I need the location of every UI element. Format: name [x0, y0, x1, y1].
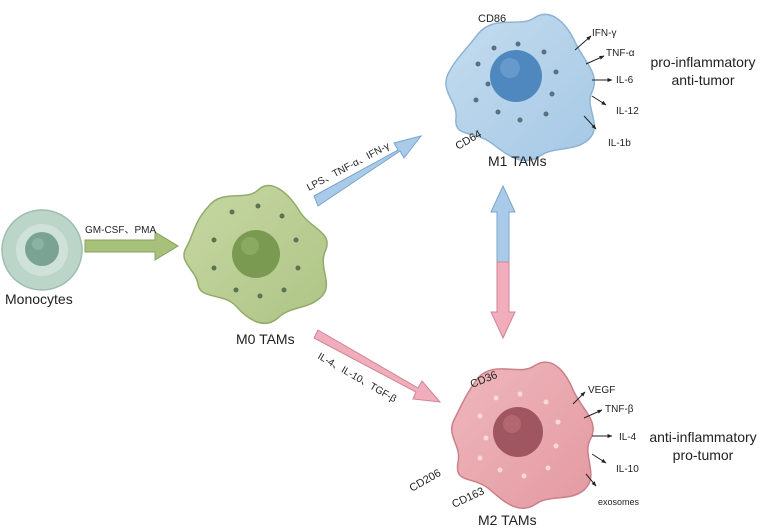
- m2-secretion: exosomes: [598, 497, 640, 507]
- m2-secretion: IL-10: [616, 464, 639, 475]
- m2-function-line2: pro-tumor: [673, 447, 734, 463]
- stimulus-to-m0: GM-CSF、PMA: [85, 225, 156, 236]
- m2-secretion: IL-4: [619, 432, 637, 443]
- m1-secretion: IFN-γ: [592, 28, 616, 39]
- m2-function-line1: anti-inflammatory: [649, 429, 756, 445]
- m1-marker-top: CD86: [478, 13, 506, 25]
- m2-cell: [451, 361, 594, 509]
- m1-secretion: IL-6: [616, 75, 634, 86]
- m2-marker-bottom: CD163: [450, 485, 486, 510]
- arrow-monocyte-to-m0: [84, 231, 179, 261]
- arrow-m0-to-m1: [313, 135, 423, 207]
- m1-secretion: IL-1b: [608, 138, 631, 149]
- m2-label: M2 TAMs: [478, 512, 537, 528]
- arrow-m1-m2-double: [490, 184, 516, 340]
- m1-cell: [445, 13, 596, 162]
- m2-secretion: TNF-β: [605, 404, 634, 415]
- m1-secretions: IFN-γ TNF-α IL-6 IL-12 IL-1b: [574, 28, 639, 149]
- m0-label: M0 TAMs: [236, 331, 295, 347]
- m2-secretions: VEGF TNF-β IL-4 IL-10 exosomes: [572, 385, 640, 507]
- arrow-m0-to-m2: [313, 329, 442, 403]
- m2-marker-left: CD206: [408, 467, 444, 495]
- m1-label: M1 TAMs: [488, 153, 547, 169]
- m2-secretion: VEGF: [588, 385, 615, 396]
- m1-secretion: TNF-α: [606, 48, 635, 59]
- m1-function-line1: pro-inflammatory: [650, 54, 755, 70]
- monocyte-cell: [1, 209, 83, 291]
- monocytes-label: Monocytes: [5, 291, 73, 307]
- m1-secretion: IL-12: [616, 106, 639, 117]
- m1-function-line2: anti-tumor: [671, 72, 734, 88]
- m0-cell: [183, 184, 328, 324]
